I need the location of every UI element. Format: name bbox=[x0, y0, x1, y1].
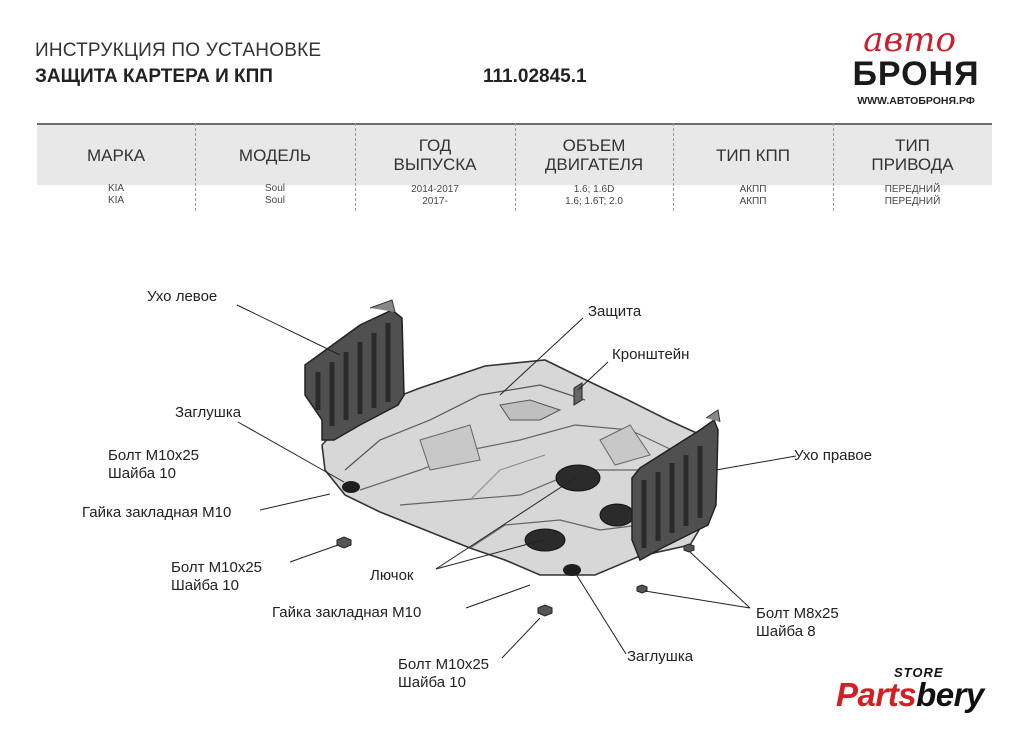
logo-main-text: БРОНЯ bbox=[852, 55, 980, 93]
hatch-cover-right bbox=[599, 503, 635, 527]
label-bracket: Кронштейн bbox=[612, 346, 690, 363]
logo-url: WWW.АВТОБРОНЯ.РФ bbox=[857, 95, 975, 107]
left-ear-bracket bbox=[304, 299, 405, 441]
bolt-icon bbox=[336, 536, 352, 549]
plug-left bbox=[342, 481, 360, 493]
table-divider bbox=[515, 123, 516, 211]
label-plug-left: Заглушка bbox=[175, 404, 242, 421]
table-divider bbox=[355, 123, 356, 211]
label-guard: Защита bbox=[588, 303, 642, 320]
avtobronya-logo: авто БРОНЯ WWW.АВТОБРОНЯ.РФ bbox=[836, 22, 996, 110]
col-header-model: МОДЕЛЬ bbox=[238, 145, 312, 165]
part-number: 111.02845.1 bbox=[483, 66, 587, 87]
instruction-title: ИНСТРУКЦИЯ ПО УСТАНОВКЕ bbox=[35, 40, 322, 61]
label-hatch: Лючок bbox=[370, 567, 414, 584]
col-header-gearbox: ТИП КПП bbox=[716, 145, 790, 165]
label-nut-m10-left: Гайка закладная М10 bbox=[82, 504, 232, 521]
label-ear-left: Ухо левое bbox=[147, 288, 218, 305]
partsbery-watermark: Partsbery bbox=[836, 676, 984, 713]
col-header-make: МАРКА bbox=[86, 145, 146, 165]
bolt-icon bbox=[636, 584, 648, 594]
label-nut-m10-front: Гайка закладная М10 bbox=[272, 604, 422, 621]
product-title: ЗАЩИТА КАРТЕРА И КПП bbox=[35, 66, 273, 87]
logo-script-text: авто bbox=[863, 20, 956, 60]
hatch-cover-front bbox=[524, 528, 566, 552]
label-plug-bottom: Заглушка bbox=[627, 648, 694, 665]
bolt-icon bbox=[537, 604, 553, 617]
right-ear-bracket bbox=[631, 409, 721, 562]
plug-bottom bbox=[563, 564, 581, 576]
leader-lines bbox=[236, 304, 797, 659]
store-watermark-tag: STORE bbox=[894, 665, 944, 680]
label-ear-right: Ухо правое bbox=[794, 447, 872, 464]
bolt-icon bbox=[683, 543, 695, 553]
hatch-cover-top bbox=[555, 464, 601, 492]
table-divider bbox=[833, 123, 834, 211]
table-divider bbox=[195, 123, 196, 211]
table-divider bbox=[673, 123, 674, 211]
